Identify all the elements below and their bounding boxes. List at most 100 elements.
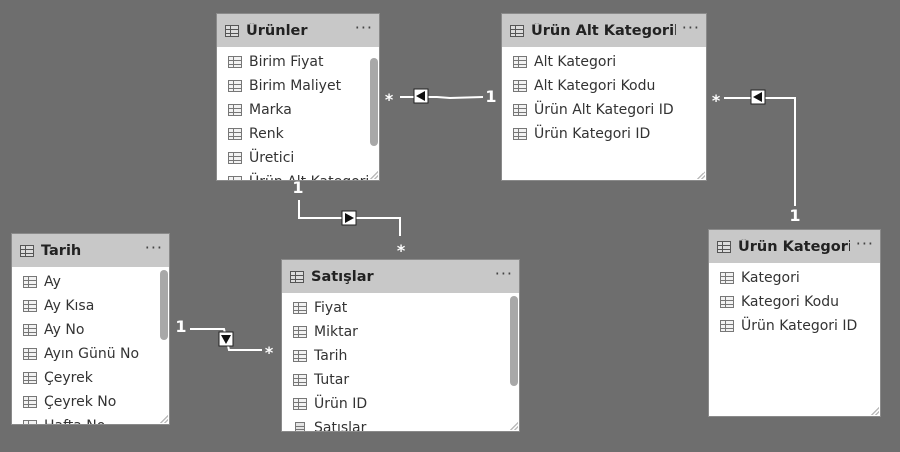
column-row[interactable]: Üretici <box>217 146 379 170</box>
table-column-icon <box>293 374 307 386</box>
relationship-urunler-satislar[interactable] <box>298 200 401 236</box>
column-name: Ürün Kategori ID <box>741 318 858 334</box>
table-header[interactable]: Ürün Alt Kategorileri ··· <box>502 14 706 47</box>
table-card-urun-alt-kategorileri[interactable]: Ürün Alt Kategorileri ··· Alt KategoriAlt … <box>501 13 707 181</box>
column-row[interactable]: Kategori Kodu <box>709 290 880 314</box>
column-row[interactable]: Miktar <box>282 320 519 344</box>
table-column-icon <box>513 104 527 116</box>
column-row[interactable]: Kategori <box>709 266 880 290</box>
table-column-icon <box>23 396 37 408</box>
column-row[interactable]: Ay Kısa <box>12 294 169 318</box>
table-title: Ürünler <box>246 22 308 39</box>
column-name: Marka <box>249 102 292 118</box>
table-column-icon <box>513 80 527 92</box>
cross-filter-direction-arrow-icon <box>753 92 762 102</box>
column-name: Çeyrek No <box>44 394 117 410</box>
column-row[interactable]: Ayın Günü No <box>12 342 169 366</box>
table-icon <box>20 244 34 257</box>
relationship-tarih-satislar[interactable] <box>190 328 262 351</box>
column-name: Birim Fiyat <box>249 54 324 70</box>
column-row[interactable]: Birim Maliyet <box>217 74 379 98</box>
relationship-urun-kategorileri-urun-alt-kategorileri[interactable] <box>724 89 796 206</box>
cardinality-many-label: * <box>264 343 274 362</box>
column-row[interactable]: Çeyrek <box>12 366 169 390</box>
resize-grip-icon[interactable] <box>370 171 378 179</box>
resize-grip-icon[interactable] <box>697 171 705 179</box>
cardinality-one-label: 1 <box>292 178 304 197</box>
column-row[interactable]: Ürün Alt Kategori <box>217 170 379 180</box>
resize-grip-icon[interactable] <box>871 407 879 415</box>
column-row[interactable]: Alt Kategori <box>502 50 706 74</box>
table-header[interactable]: Tarih ··· <box>12 234 169 267</box>
column-row[interactable]: Alt Kategori Kodu <box>502 74 706 98</box>
column-row[interactable]: Marka <box>217 98 379 122</box>
table-header[interactable]: Satışlar ··· <box>282 260 519 293</box>
column-row[interactable]: Çeyrek No <box>12 390 169 414</box>
table-column-icon <box>228 56 242 68</box>
relationship-urun-alt-kategorileri-urunler[interactable] <box>400 88 484 104</box>
vertical-scrollbar[interactable] <box>510 296 518 386</box>
resize-grip-icon[interactable] <box>160 415 168 423</box>
column-row[interactable]: Birim Fiyat <box>217 50 379 74</box>
more-options-icon[interactable]: ··· <box>354 17 373 37</box>
column-name: Tutar <box>314 372 350 388</box>
column-row[interactable]: Ürün ID <box>282 392 519 416</box>
table-header[interactable]: Ürünler ··· <box>217 14 379 47</box>
column-name: Birim Maliyet <box>249 78 342 94</box>
column-row[interactable]: Ay No <box>12 318 169 342</box>
table-title: Tarih <box>41 242 82 259</box>
table-icon <box>290 270 304 283</box>
column-name: Ürün Kategori ID <box>534 126 651 142</box>
relationship-line[interactable] <box>724 97 796 206</box>
column-row[interactable]: Ay <box>12 270 169 294</box>
column-row[interactable]: Ürün Kategori ID <box>709 314 880 338</box>
column-row[interactable]: Satışlar <box>282 416 519 432</box>
cross-filter-direction-arrow-icon <box>221 335 231 344</box>
column-name: Ürün Alt Kategori <box>249 174 369 180</box>
column-row[interactable]: Fiyat <box>282 296 519 320</box>
column-name: Ürün ID <box>314 396 368 412</box>
column-name: Alt Kategori Kodu <box>534 78 656 94</box>
table-column-icon <box>293 350 307 362</box>
measure-icon <box>295 421 305 431</box>
column-name: Hafta No <box>44 418 105 424</box>
column-name: Renk <box>249 126 284 142</box>
column-name: Ay No <box>44 322 85 338</box>
column-row[interactable]: Ürün Alt Kategori ID <box>502 98 706 122</box>
column-row[interactable]: Hafta No <box>12 414 169 424</box>
column-row[interactable]: Ürün Kategori ID <box>502 122 706 146</box>
column-name: Ayın Günü No <box>44 346 140 362</box>
column-row[interactable]: Tutar <box>282 368 519 392</box>
table-column-icon <box>23 420 37 424</box>
cross-filter-direction-arrow-icon <box>345 213 354 223</box>
more-options-icon[interactable]: ··· <box>681 17 700 37</box>
relationship-line[interactable] <box>400 96 484 100</box>
more-options-icon[interactable]: ··· <box>494 263 513 283</box>
column-row[interactable]: Tarih <box>282 344 519 368</box>
table-column-icon <box>228 80 242 92</box>
column-row[interactable]: Renk <box>217 122 379 146</box>
table-column-icon <box>720 320 734 332</box>
table-column-icon <box>228 152 242 164</box>
vertical-scrollbar[interactable] <box>370 58 378 146</box>
resize-grip-icon[interactable] <box>510 422 518 430</box>
column-name: Kategori Kodu <box>741 294 839 310</box>
more-options-icon[interactable]: ··· <box>855 233 874 253</box>
table-title: Satışlar <box>311 268 374 285</box>
more-options-icon[interactable]: ··· <box>144 237 163 257</box>
table-header[interactable]: Ürün Kategori...··· <box>709 230 880 263</box>
column-name: Satışlar <box>314 420 367 432</box>
vertical-scrollbar[interactable] <box>160 270 168 340</box>
table-column-icon <box>228 128 242 140</box>
table-title: Ürün Alt Kategorileri <box>531 22 676 39</box>
table-column-icon <box>720 296 734 308</box>
